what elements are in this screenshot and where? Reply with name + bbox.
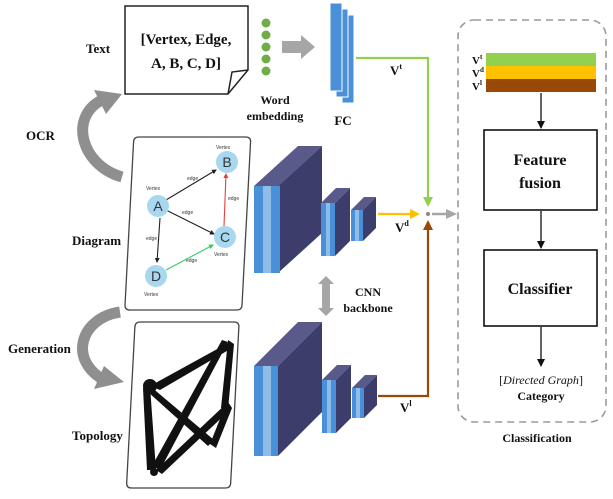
label-backbone: backbone xyxy=(343,301,393,315)
svg-text:edge: edge xyxy=(187,176,198,182)
svg-text:B: B xyxy=(222,154,231,170)
svg-text:Vertex: Vertex xyxy=(216,145,231,151)
vd-label: Vd xyxy=(395,219,409,235)
label-diagram: Diagram xyxy=(72,233,121,248)
label-fusion: fusion xyxy=(519,175,561,192)
label-category: Category xyxy=(517,389,564,403)
graph-node-d xyxy=(145,265,167,287)
category-output: [Directed Graph] xyxy=(499,373,583,387)
svg-text:C: C xyxy=(220,229,230,245)
graph-node-c xyxy=(214,226,236,248)
bar-vt xyxy=(486,53,596,66)
svg-text:A: A xyxy=(153,198,163,214)
bar-vl xyxy=(486,79,596,92)
generation-arrow xyxy=(77,306,122,385)
text-doc-line2: A, B, C, D] xyxy=(151,56,221,72)
bar-vd xyxy=(486,66,596,79)
graph-node-a xyxy=(147,195,169,217)
vl-label: Vl xyxy=(400,399,412,415)
label-feature: Feature xyxy=(513,152,566,169)
topology-panel xyxy=(126,321,240,489)
stream-text-arrow xyxy=(356,56,433,207)
label-classifier: Classifier xyxy=(508,281,573,298)
svg-text:Vertex: Vertex xyxy=(214,252,229,258)
svg-text:Vertex: Vertex xyxy=(144,292,159,298)
feature-fusion-box xyxy=(483,129,598,211)
vt-label: Vt xyxy=(390,62,402,78)
merge-point xyxy=(426,212,430,216)
svg-text:edge: edge xyxy=(228,196,239,202)
classifier-box xyxy=(483,249,598,327)
label-embedding: embedding xyxy=(247,109,304,123)
ocr-arrow-head xyxy=(94,90,122,114)
graph-node-b xyxy=(216,151,238,173)
shared-weights-arrow xyxy=(318,276,334,316)
diagram-panel: A B C D Vertex Vertex Vertex Vertex edge… xyxy=(124,136,252,311)
bar-vd-label: Vd xyxy=(472,66,484,80)
stream-topology-arrow xyxy=(378,220,433,398)
label-word: Word xyxy=(260,93,290,107)
svg-text:edge: edge xyxy=(186,258,197,264)
ocr-arrow xyxy=(77,93,124,183)
arrow-embedding-to-fc xyxy=(282,35,315,59)
text-document: [Vertex, Edge, A, B, C, D] xyxy=(124,5,249,95)
text-doc-line1: [Vertex, Edge, xyxy=(141,32,232,48)
svg-text:D: D xyxy=(151,268,161,284)
classification-panel xyxy=(457,19,607,423)
label-ocr: OCR xyxy=(26,128,56,143)
svg-text:edge: edge xyxy=(146,236,157,242)
generation-arrow-head xyxy=(94,366,124,389)
label-text: Text xyxy=(86,41,111,56)
cnn-stack-diagram xyxy=(254,146,376,273)
bar-vt-label: Vt xyxy=(472,53,483,67)
label-cnn: CNN xyxy=(355,285,381,299)
bar-vl-label: Vl xyxy=(472,79,482,93)
fc-layers-icon xyxy=(329,2,355,104)
label-classification: Classification xyxy=(502,431,572,445)
label-generation: Generation xyxy=(8,341,72,356)
cnn-stack-topology xyxy=(254,322,377,456)
topology-shape xyxy=(143,340,234,476)
label-fc: FC xyxy=(334,113,351,128)
svg-text:edge: edge xyxy=(182,210,193,216)
label-topology: Topology xyxy=(72,428,123,443)
svg-text:Vertex: Vertex xyxy=(146,186,161,192)
word-embedding-icon xyxy=(261,18,271,76)
